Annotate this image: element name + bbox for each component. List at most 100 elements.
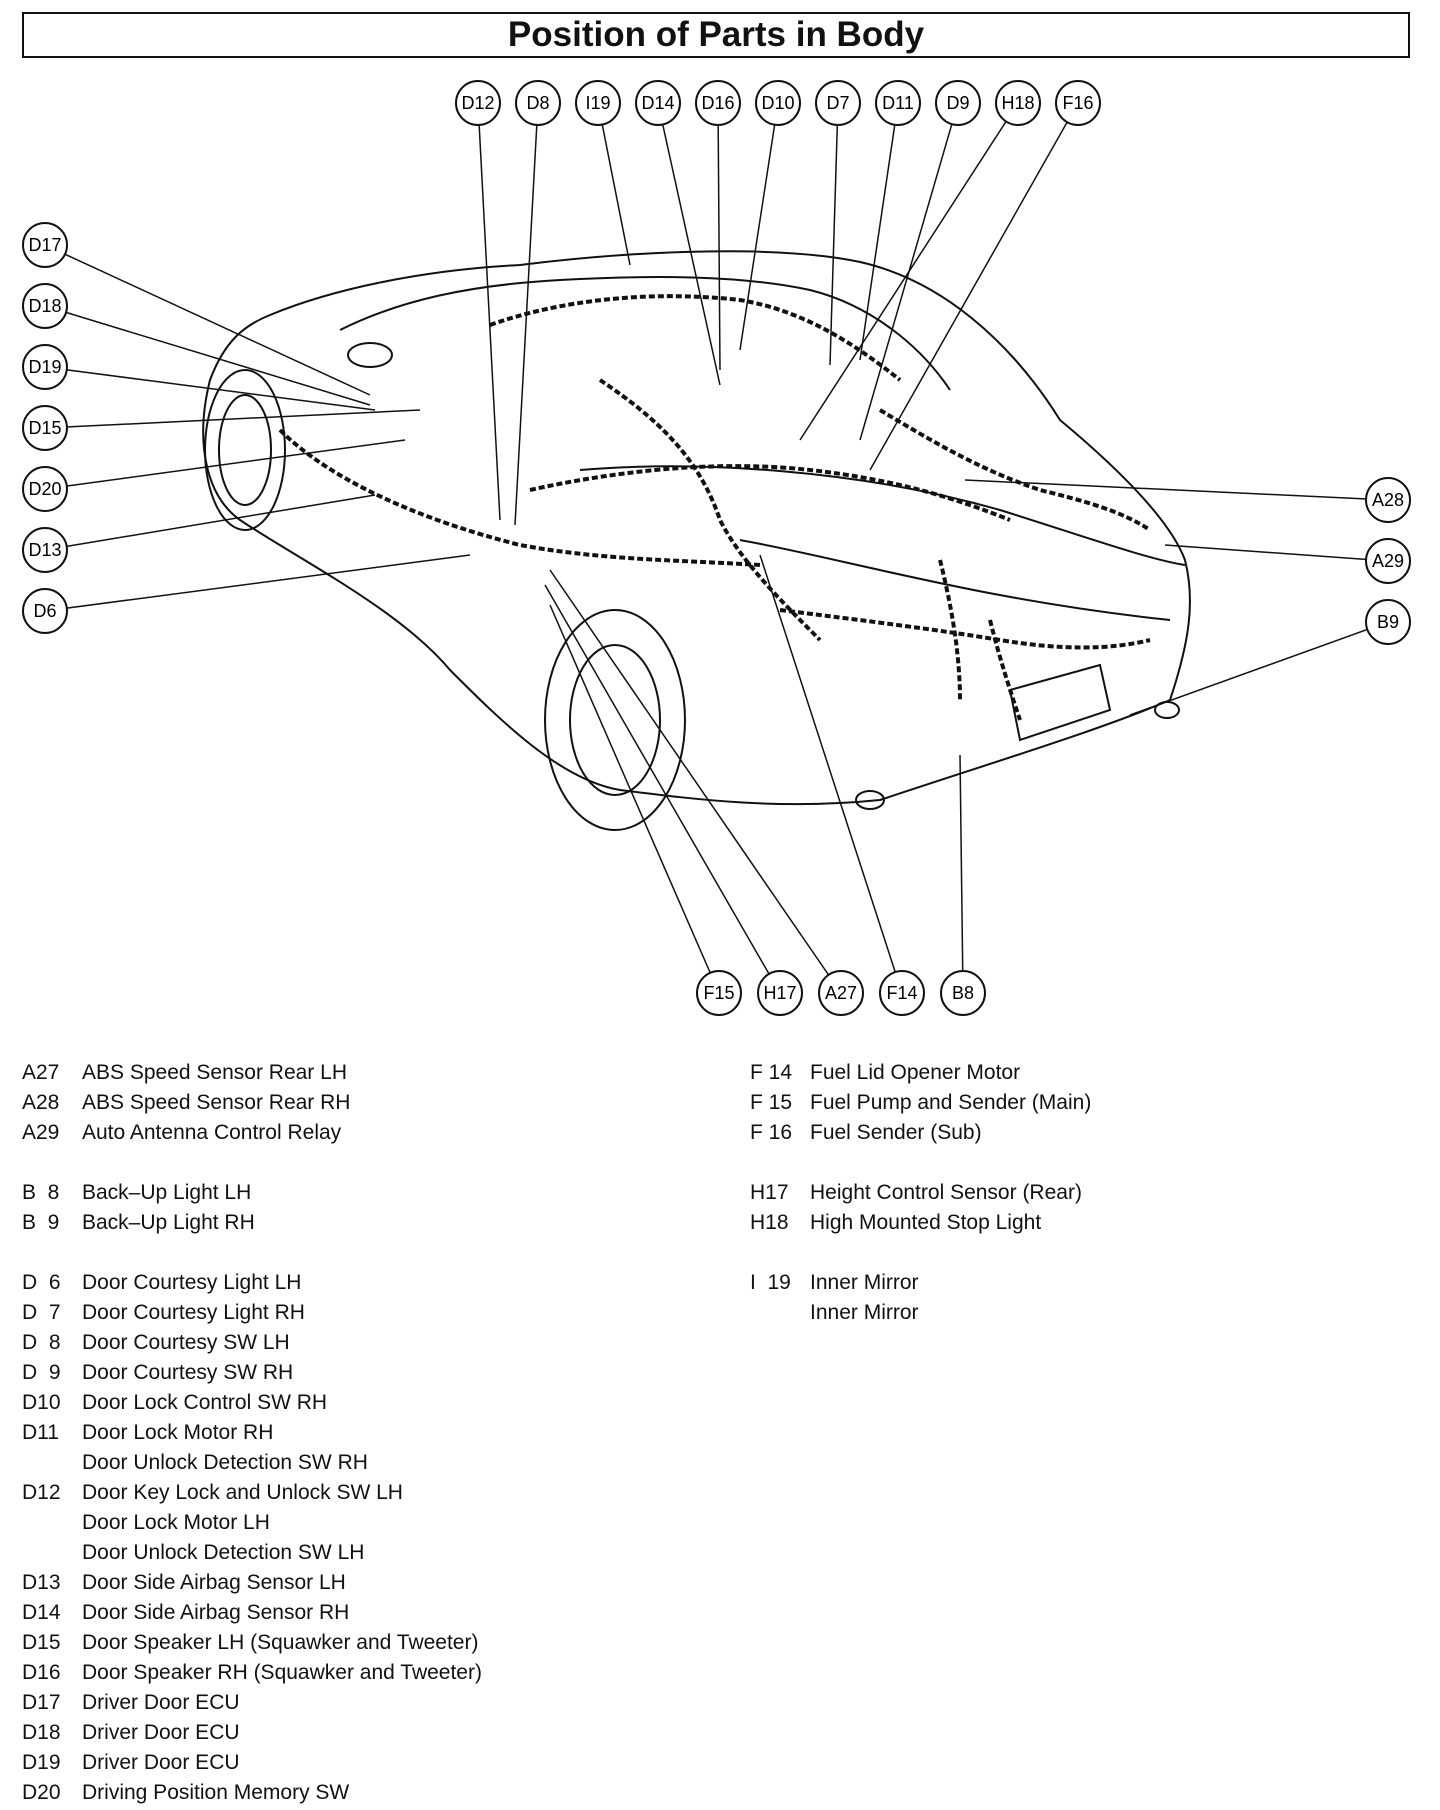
legend-code: D 8 bbox=[22, 1331, 61, 1354]
leader-line-d20 bbox=[44, 439, 406, 490]
legend-part-name: Door Lock Control SW RH bbox=[82, 1391, 328, 1414]
callout-circle-d8 bbox=[515, 80, 561, 126]
callout-label-d6: D6 bbox=[33, 601, 56, 621]
leader-line-b8 bbox=[959, 754, 964, 994]
leader-line-d14 bbox=[657, 102, 721, 386]
legend-code: D 9 bbox=[22, 1361, 61, 1384]
side-mirror bbox=[347, 342, 393, 368]
legend-part-name: Back–Up Light RH bbox=[82, 1211, 255, 1234]
wire-harness bbox=[278, 294, 1152, 721]
callout-circle-d6 bbox=[22, 588, 68, 634]
legend-code: H18 bbox=[750, 1211, 789, 1234]
rear-wheel-rim bbox=[569, 644, 661, 796]
legend-part-name: ABS Speed Sensor Rear RH bbox=[82, 1091, 351, 1114]
legend-part-name: Driver Door ECU bbox=[82, 1721, 240, 1744]
leader-line-d18 bbox=[44, 305, 371, 406]
legend-row: D 8 Door Courtesy SW LH bbox=[22, 1328, 482, 1358]
legend-row: Inner Mirror bbox=[750, 1298, 1091, 1328]
callout-label-a27: A27 bbox=[825, 983, 857, 1003]
page-title: Position of Parts in Body bbox=[507, 15, 925, 54]
callout-circle-d19 bbox=[22, 344, 68, 390]
callout-label-d15: D15 bbox=[28, 418, 61, 438]
legend-part-name: Auto Antenna Control Relay bbox=[82, 1121, 342, 1144]
callout-label-a28: A28 bbox=[1372, 490, 1404, 510]
legend-code: B 8 bbox=[22, 1181, 60, 1204]
rear-wheel bbox=[544, 609, 686, 831]
callout-label-d14: D14 bbox=[641, 93, 674, 113]
callout-circle-d13 bbox=[22, 527, 68, 573]
callout-circle-a28 bbox=[1365, 477, 1411, 523]
callout-label-d7: D7 bbox=[826, 93, 849, 113]
callout-leader-lines bbox=[44, 102, 1389, 994]
callout-circle-b8 bbox=[940, 970, 986, 1016]
legend-row: Door Unlock Detection SW LH bbox=[22, 1538, 482, 1568]
legend-code: D19 bbox=[22, 1751, 61, 1774]
callout-label-d11: D11 bbox=[882, 93, 914, 113]
leader-line-b9 bbox=[1129, 621, 1389, 716]
callout-circle-d20 bbox=[22, 466, 68, 512]
legend-gap bbox=[750, 1238, 1091, 1268]
leader-line-d13 bbox=[44, 494, 376, 551]
legend-code: D 7 bbox=[22, 1301, 61, 1324]
legend-code: D12 bbox=[22, 1481, 61, 1504]
legend-part-name: Door Courtesy SW LH bbox=[82, 1331, 290, 1354]
callout-circle-d17 bbox=[22, 222, 68, 268]
leader-line-a29 bbox=[1164, 544, 1389, 562]
leader-line-d6 bbox=[44, 554, 471, 612]
callout-label-d20: D20 bbox=[28, 479, 61, 499]
legend-row: D10 Door Lock Control SW RH bbox=[22, 1388, 482, 1418]
callout-label-f15: F15 bbox=[703, 983, 734, 1003]
callout-circle-d15 bbox=[22, 405, 68, 451]
leader-line-d12 bbox=[477, 102, 501, 521]
title-box: Position of Parts in Body bbox=[22, 12, 1410, 58]
leader-line-d15 bbox=[44, 409, 421, 429]
callout-label-d8: D8 bbox=[526, 93, 549, 113]
leader-line-d8 bbox=[514, 102, 539, 526]
legend-part-name: Door Lock Motor RH bbox=[82, 1421, 274, 1444]
leader-line-f14 bbox=[759, 554, 903, 994]
legend-code: F 14 bbox=[750, 1061, 793, 1084]
legend-code: A29 bbox=[22, 1121, 60, 1144]
legend-code: B 9 bbox=[22, 1211, 60, 1234]
callout-label-b9: B9 bbox=[1377, 612, 1399, 632]
callout-circle-h17 bbox=[757, 970, 803, 1016]
legend-code: D11 bbox=[22, 1421, 59, 1444]
legend-code: D10 bbox=[22, 1391, 61, 1414]
legend-part-name: Fuel Lid Opener Motor bbox=[810, 1061, 1021, 1084]
legend-code: D16 bbox=[22, 1661, 61, 1684]
car-body-outline bbox=[202, 250, 1191, 806]
legend-part-name: Driver Door ECU bbox=[82, 1691, 240, 1714]
leader-line-a27 bbox=[549, 569, 842, 994]
legend-code: H17 bbox=[750, 1181, 789, 1204]
legend-code: D 6 bbox=[22, 1271, 61, 1294]
callout-circle-f15 bbox=[696, 970, 742, 1016]
leader-line-f15 bbox=[549, 604, 720, 994]
legend-code: D18 bbox=[22, 1721, 61, 1744]
callout-circle-d11 bbox=[875, 80, 921, 126]
callout-label-d10: D10 bbox=[761, 93, 794, 113]
callout-circle-d14 bbox=[635, 80, 681, 126]
callout-circle-f16 bbox=[1055, 80, 1101, 126]
callout-label-d9: D9 bbox=[946, 93, 969, 113]
legend-row: D11 Door Lock Motor RH bbox=[22, 1418, 482, 1448]
legend-part-name: Driver Door ECU bbox=[82, 1751, 240, 1774]
leader-line-d11 bbox=[859, 102, 899, 361]
legend-part-name: Door Courtesy Light RH bbox=[82, 1301, 305, 1324]
callout-label-d17: D17 bbox=[28, 235, 61, 255]
legend-gap bbox=[750, 1148, 1091, 1178]
leader-line-d10 bbox=[739, 102, 779, 351]
legend-part-name: Driving Position Memory SW bbox=[82, 1781, 350, 1804]
callout-circle-b9 bbox=[1365, 599, 1411, 645]
legend-row: D19 Driver Door ECU bbox=[22, 1748, 482, 1778]
